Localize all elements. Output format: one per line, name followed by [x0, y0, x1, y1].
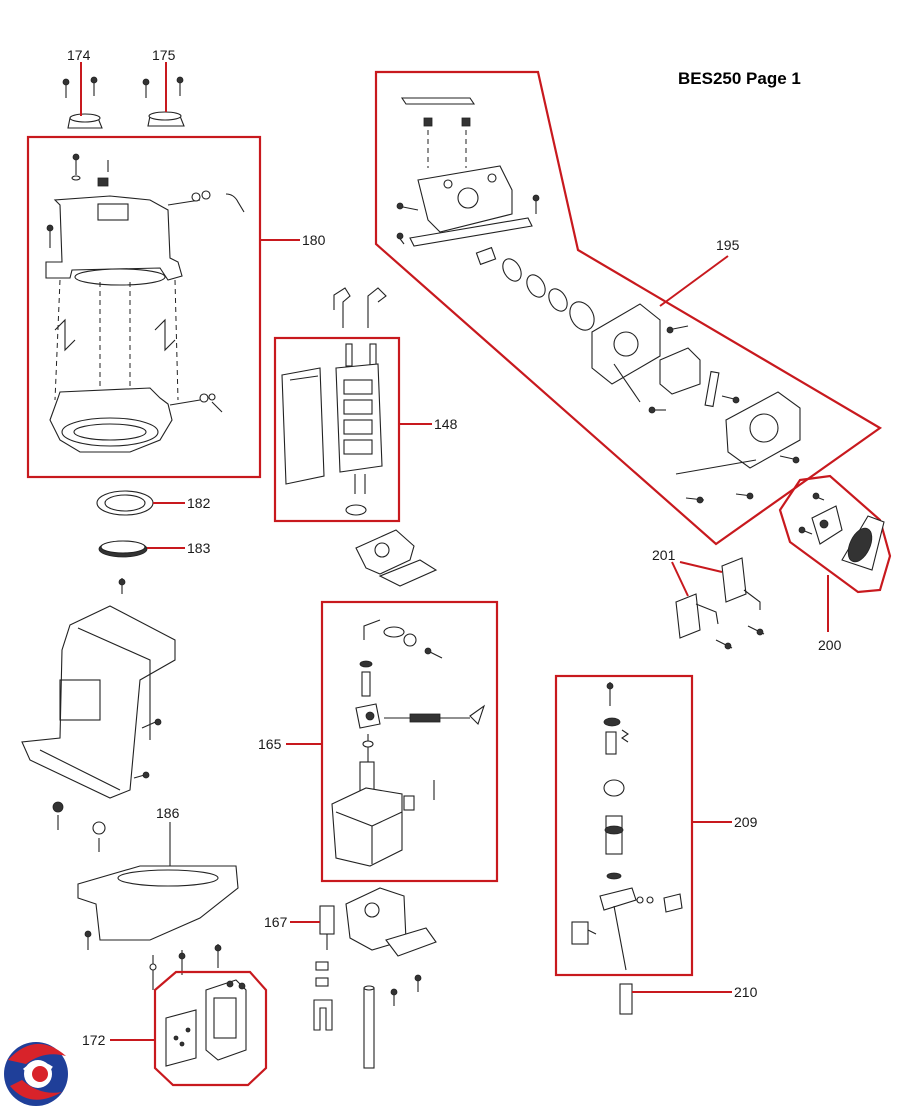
callout-183: 183 [187, 540, 211, 556]
callout-box-148 [273, 336, 401, 523]
part-174-knob [62, 62, 103, 129]
part-183-shower-screen [98, 540, 148, 558]
callout-180: 180 [302, 232, 326, 248]
part-209-steam-valve [571, 682, 683, 971]
pump-mount-upper [355, 529, 438, 587]
part-200-knob [798, 492, 885, 571]
callout-195: 195 [716, 237, 740, 253]
callout-201: 201 [652, 547, 676, 563]
callout-200: 200 [818, 637, 842, 653]
callout-182: 182 [187, 495, 211, 511]
part-172-switch-bracket [165, 979, 247, 1067]
callout-175: 175 [152, 47, 176, 63]
part-201-switches [675, 557, 765, 650]
part-182-gasket [96, 490, 154, 516]
part-186-drip-base [77, 865, 239, 990]
part-167-connector [313, 905, 335, 1031]
part-180-boiler [45, 153, 245, 453]
callout-186: 186 [156, 805, 180, 821]
callout-148: 148 [434, 416, 458, 432]
callout-box-172 [153, 970, 268, 1087]
callout-172: 172 [82, 1032, 106, 1048]
pump-mount-lower [345, 887, 437, 1069]
callout-box-200 [778, 474, 892, 594]
part-195-group-head [396, 97, 801, 504]
callout-174: 174 [67, 47, 91, 63]
page-title: BES250 Page 1 [678, 69, 801, 88]
swirl-logo-icon [4, 1042, 68, 1106]
callout-box-195 [374, 70, 883, 546]
callout-165: 165 [258, 736, 282, 752]
frame-bracket [21, 578, 176, 852]
callout-209: 209 [734, 814, 758, 830]
part-165-pump [331, 619, 486, 867]
part-210-steam-tip [619, 983, 633, 1015]
callout-box-165 [320, 600, 499, 883]
callout-box-180 [26, 135, 262, 479]
callout-box-209 [554, 674, 694, 977]
part-175-knob [142, 62, 185, 127]
part-148-tank-holder [281, 287, 387, 516]
callout-210: 210 [734, 984, 758, 1000]
callout-167: 167 [264, 914, 288, 930]
